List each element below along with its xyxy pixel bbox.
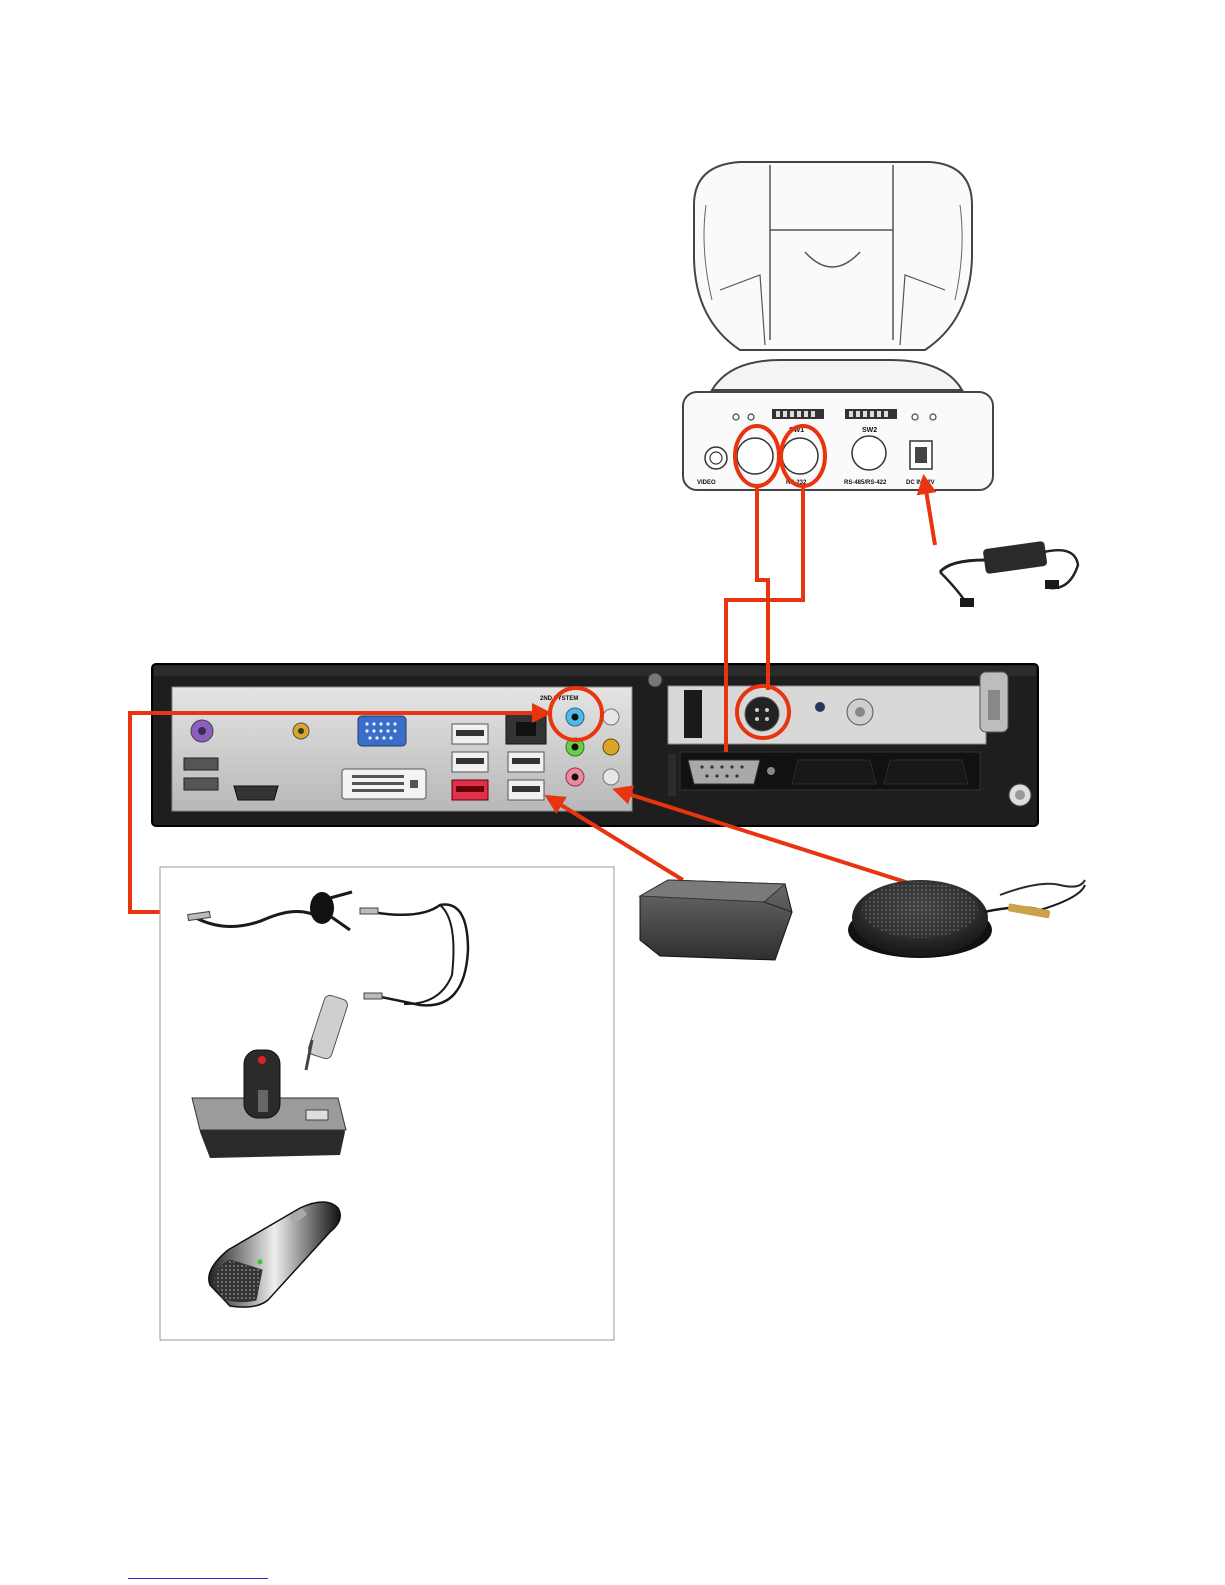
rs485-port	[852, 436, 886, 470]
usb-port	[184, 778, 218, 790]
sw2-label: SW2	[862, 427, 877, 434]
usb-lan-stack	[506, 714, 546, 800]
dc-in-label: DC IN 12V	[906, 480, 935, 486]
s-video-port	[737, 438, 773, 474]
power-adapter	[940, 541, 1078, 607]
pc-rear-panel: 2ND SYSTEM	[152, 664, 1038, 826]
video-label: VIDEO	[697, 480, 716, 486]
usb-port-stack	[452, 724, 488, 800]
rs485-label: RS-485/RS-422	[844, 480, 887, 486]
rs232-port	[782, 438, 818, 474]
audio-header-label: 2ND SYSTEM	[540, 696, 578, 702]
footer-link-underline	[128, 1578, 268, 1579]
hdmi-port	[234, 786, 278, 800]
svideo-cable-line	[757, 486, 768, 690]
capture-card-bracket	[648, 672, 1031, 806]
serial-db9-port	[688, 760, 760, 784]
ptz-camera: SW1 SW2 VIDEO RS-232 RS-485/RS-422 DC IN…	[683, 162, 993, 490]
io-shield: 2ND SYSTEM	[172, 687, 632, 811]
s-video-input-port	[745, 697, 779, 731]
boundary-microphone	[848, 880, 1085, 958]
usb-receiver-box	[640, 880, 792, 960]
video-bnc-port	[705, 447, 727, 469]
usb-port	[184, 758, 218, 770]
